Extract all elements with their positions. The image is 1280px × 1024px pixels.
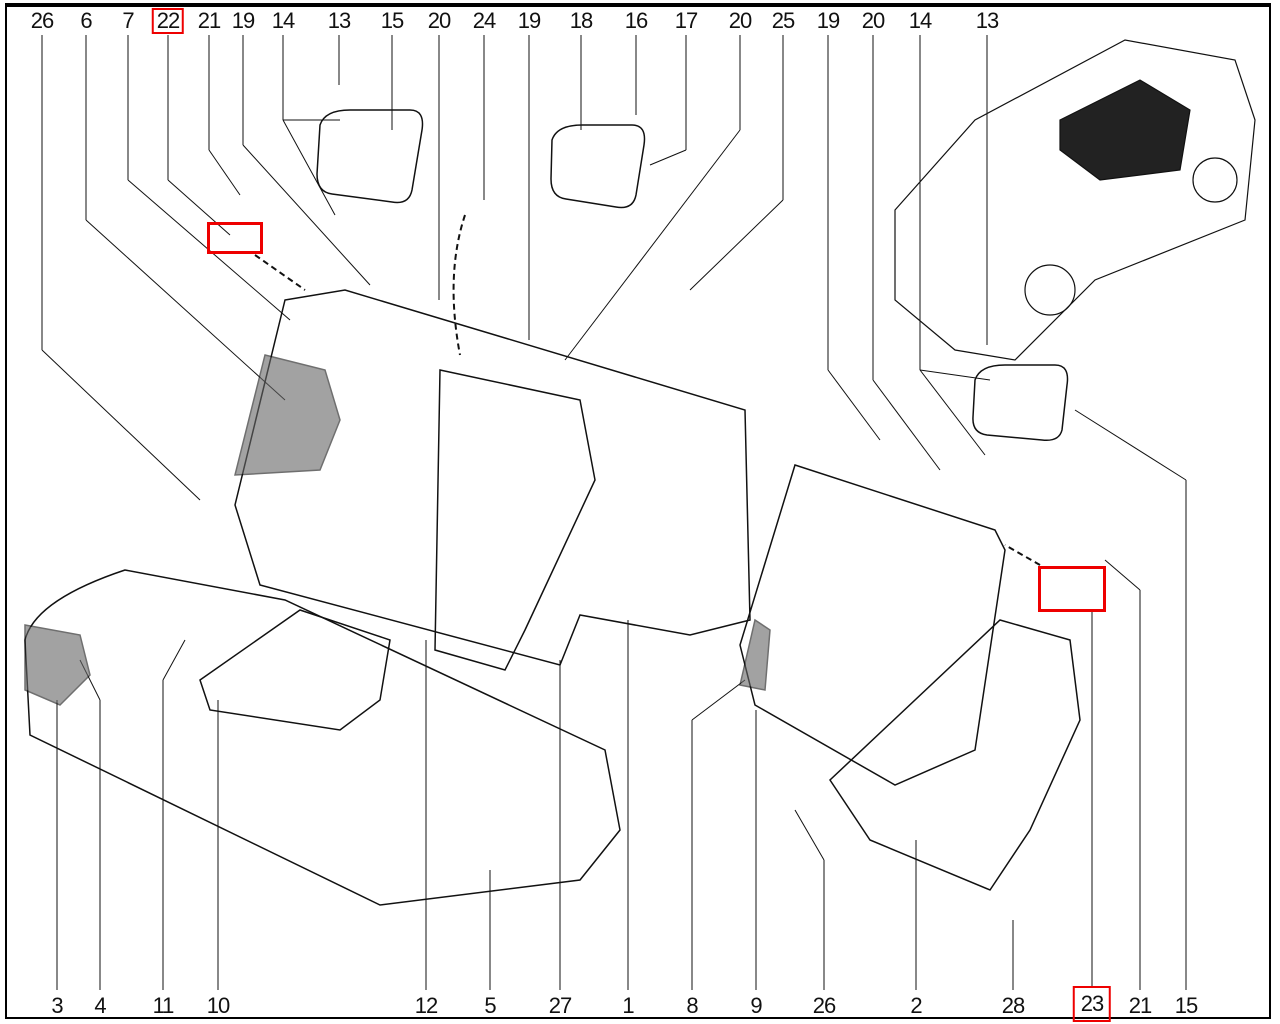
callout-21b: 21 [1128, 993, 1153, 1018]
seat-frame [829, 619, 1081, 891]
speckled-pads [24, 354, 771, 706]
callout-13b: 13 [975, 8, 1000, 33]
callout-21: 21 [197, 8, 222, 33]
callout-26: 26 [30, 8, 55, 33]
callout-25: 25 [771, 8, 796, 33]
callout-14: 14 [271, 8, 296, 33]
callout-8: 8 [686, 993, 698, 1018]
part-22-highlight [207, 222, 263, 254]
callout-20c: 20 [861, 8, 886, 33]
callout-15: 15 [380, 8, 405, 33]
dashed-arrows [254, 214, 1041, 566]
headrests [316, 109, 1069, 442]
callout-4: 4 [94, 993, 106, 1018]
callout-15b: 15 [1174, 993, 1199, 1018]
callout-20b: 20 [728, 8, 753, 33]
callout-7: 7 [122, 8, 134, 33]
callout-19: 19 [231, 8, 256, 33]
callout-19b: 19 [517, 8, 542, 33]
callout-14b: 14 [908, 8, 933, 33]
callout-12: 12 [414, 993, 439, 1018]
seat-backrests [234, 289, 1006, 786]
part-23-highlight [1038, 566, 1106, 612]
leader-lines [41, 35, 1187, 990]
callout-10: 10 [206, 993, 231, 1018]
callout-20: 20 [427, 8, 452, 33]
seat-cushion [24, 569, 621, 906]
callout-24: 24 [472, 8, 497, 33]
callout-11: 11 [152, 993, 175, 1018]
callout-22-highlighted: 22 [151, 8, 185, 34]
callout-6: 6 [80, 8, 92, 33]
callout-26b: 26 [812, 993, 837, 1018]
callout-17: 17 [674, 8, 699, 33]
callout-18: 18 [569, 8, 594, 33]
callout-19c: 19 [816, 8, 841, 33]
callout-27: 27 [548, 993, 573, 1018]
callout-3: 3 [51, 993, 63, 1018]
callout-9: 9 [750, 993, 762, 1018]
callout-23-highlighted: 23 [1072, 986, 1112, 1022]
callout-5: 5 [484, 993, 496, 1018]
callout-2: 2 [910, 993, 922, 1018]
callout-1: 1 [622, 993, 634, 1018]
car-thumbnail [894, 39, 1256, 361]
callout-13: 13 [327, 8, 352, 33]
diagram-frame [5, 3, 1271, 1019]
callout-28: 28 [1001, 993, 1026, 1018]
callout-16: 16 [624, 8, 649, 33]
